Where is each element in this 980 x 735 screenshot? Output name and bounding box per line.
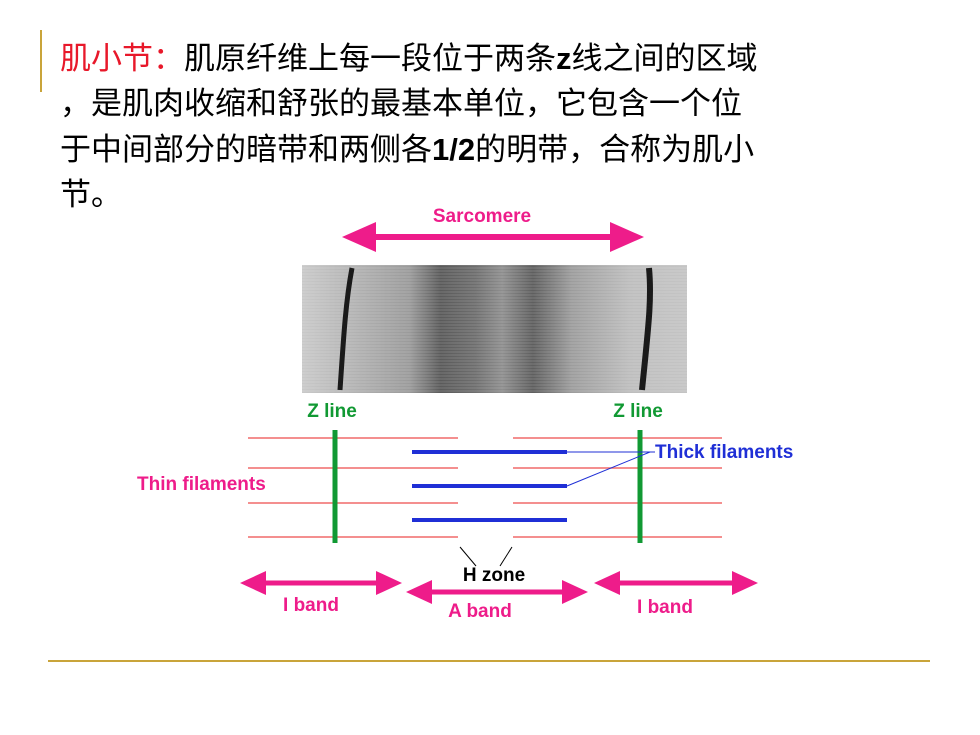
thick-filaments-label: Thick filaments [655, 442, 793, 463]
text-line-2: ，是肌肉收缩和舒张的最基本单位，它包含一个位 [60, 86, 742, 122]
thin-filaments [248, 437, 722, 538]
a-band-label: A band [448, 601, 512, 622]
sarcomere-label: Sarcomere [433, 206, 531, 227]
text-seg: 的明带，合称为肌小 [475, 132, 755, 168]
accent-vertical-rule [40, 30, 42, 92]
h-zone-label: H zone [463, 565, 525, 586]
thick-filaments-pointer [566, 451, 655, 487]
text-seg: 线之间的区域 [571, 41, 758, 77]
h-zone-pointer [459, 546, 513, 567]
text-line-3: 于中间部分的暗带和两侧各1/2的明带，合称为肌小 [60, 127, 940, 173]
text-seg: 肌原纤维上每一段位于两条 [184, 41, 556, 77]
definition-text: 肌小节：肌原纤维上每一段位于两条z线之间的区域 ，是肌肉收缩和舒张的最基本单位，… [60, 36, 940, 218]
i-band-label-right: I band [637, 597, 693, 618]
text-z: z [556, 41, 572, 76]
a-band-arrow [406, 580, 588, 604]
i-band-arrow-right [594, 571, 758, 595]
micrograph-image [302, 265, 687, 393]
thin-filaments-label: Thin filaments [137, 474, 266, 495]
term-sarcomere: 肌小节： [60, 41, 184, 77]
text-seg: 于中间部分的暗带和两侧各 [60, 132, 432, 168]
accent-horizontal-rule [48, 660, 930, 662]
text-half: 1/2 [432, 132, 476, 167]
text-line-4: 节。 [60, 177, 122, 213]
i-band-label-left: I band [283, 595, 339, 616]
text-line-1: 肌小节：肌原纤维上每一段位于两条z线之间的区域 [60, 36, 940, 82]
thick-filaments [412, 450, 567, 522]
sarcomere-arrow [342, 222, 644, 252]
z-line-label-right: Z line [613, 401, 663, 422]
z-line-label-left: Z line [307, 401, 357, 422]
i-band-arrow-left [240, 571, 402, 595]
